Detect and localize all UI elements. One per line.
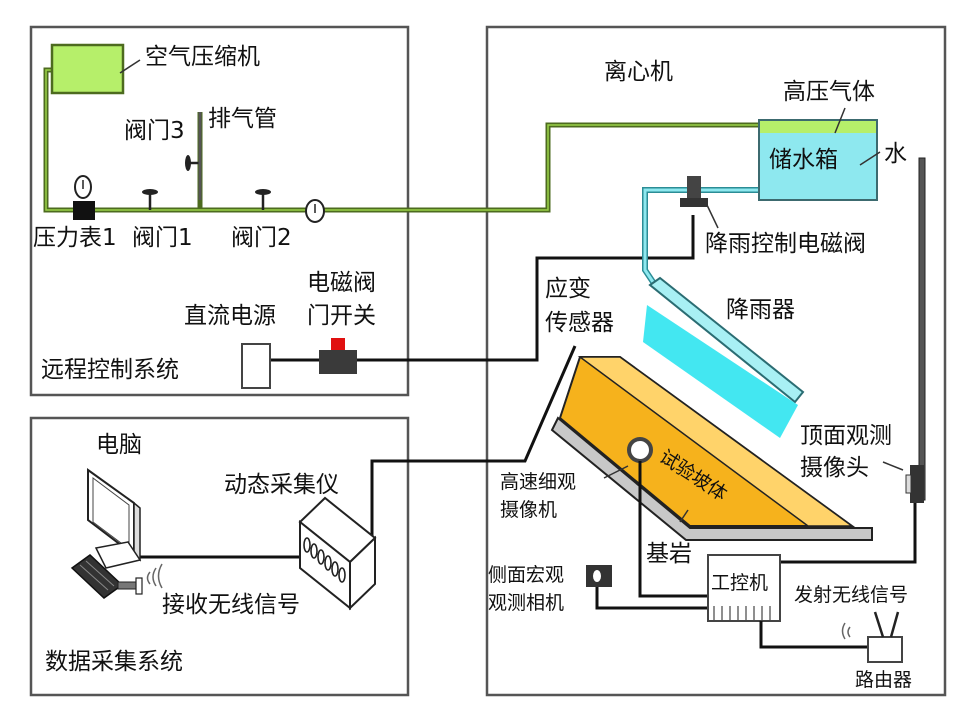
label-solenoid-switch-1: 电磁阀 bbox=[307, 270, 376, 296]
label-highspeed-camera-1: 高速细观 bbox=[500, 471, 576, 493]
label-valve-2: 阀门2 bbox=[231, 225, 292, 251]
water-pipe bbox=[642, 187, 760, 287]
label-dc-power: 直流电源 bbox=[184, 303, 276, 329]
data-acquisition-frame bbox=[29, 416, 410, 697]
label-valve-3: 阀门3 bbox=[124, 118, 185, 144]
router-icon bbox=[841, 611, 903, 663]
label-side-camera-1: 侧面宏观 bbox=[488, 564, 564, 586]
side-camera-wire bbox=[595, 587, 708, 610]
label-water-tank: 储水箱 bbox=[769, 147, 838, 173]
top-camera-icon bbox=[905, 465, 924, 503]
label-remote-control-system: 远程控制系统 bbox=[41, 357, 179, 383]
label-water: 水 bbox=[884, 141, 907, 167]
label-rainfall-device: 降雨器 bbox=[726, 297, 795, 323]
label-data-acquisition-system: 数据采集系统 bbox=[45, 649, 183, 675]
label-side-camera-2: 观测相机 bbox=[488, 592, 564, 614]
wireless-receiver-icon bbox=[117, 563, 163, 595]
label-air-compressor: 空气压缩机 bbox=[145, 44, 260, 70]
label-rain-solenoid-valve: 降雨控制电磁阀 bbox=[705, 231, 866, 257]
highspeed-camera-icon bbox=[627, 437, 653, 463]
label-computer: 电脑 bbox=[96, 432, 142, 458]
label-solenoid-switch-2: 门开关 bbox=[307, 303, 376, 329]
label-transmit-wireless: 发射无线信号 bbox=[794, 584, 908, 606]
label-strain-sensor-2: 传感器 bbox=[545, 310, 614, 336]
label-dynamic-collector: 动态采集仪 bbox=[224, 472, 339, 498]
label-top-camera-1: 顶面观测 bbox=[800, 423, 892, 449]
label-router: 路由器 bbox=[855, 669, 912, 691]
highspeed-camera-wire bbox=[638, 461, 708, 598]
valve-2-icon bbox=[255, 189, 271, 210]
label-centrifuge: 离心机 bbox=[604, 59, 673, 85]
label-top-camera-2: 摄像头 bbox=[800, 455, 869, 481]
side-camera-icon bbox=[586, 565, 612, 587]
dynamic-collector-icon bbox=[298, 496, 377, 611]
air-compressor bbox=[50, 43, 125, 95]
pc-router-wire bbox=[759, 621, 868, 649]
label-pressure-gauge-1: 压力表1 bbox=[33, 225, 117, 251]
computer-icon bbox=[87, 468, 142, 569]
label-receive-wireless: 接收无线信号 bbox=[162, 592, 300, 618]
label-highspeed-camera-2: 摄像机 bbox=[500, 499, 557, 521]
label-industrial-pc: 工控机 bbox=[711, 572, 768, 594]
top-camera-wire bbox=[780, 503, 917, 564]
label-strain-sensor-1: 应变 bbox=[545, 276, 591, 302]
label-high-pressure-gas: 高压气体 bbox=[783, 79, 875, 105]
control-wire bbox=[271, 215, 695, 362]
solenoid-switch-icon bbox=[319, 338, 357, 374]
label-valve-1: 阀门1 bbox=[132, 225, 193, 251]
test-slope bbox=[558, 356, 856, 527]
label-exhaust-pipe: 排气管 bbox=[208, 106, 277, 132]
dc-power-supply bbox=[241, 343, 271, 389]
industrial-pc bbox=[707, 554, 781, 622]
rainfall-device bbox=[643, 276, 805, 438]
camera-mount-rod bbox=[918, 157, 926, 501]
valve-3-icon bbox=[185, 155, 200, 171]
pressure-gauge-2-icon bbox=[305, 199, 325, 223]
valve-1-icon bbox=[142, 189, 158, 210]
water-tank bbox=[758, 119, 878, 201]
label-bedrock: 基岩 bbox=[646, 541, 692, 567]
pressure-gauge-1-icon bbox=[73, 175, 95, 220]
bedrock bbox=[550, 416, 873, 541]
rain-solenoid-valve-icon bbox=[680, 176, 708, 207]
